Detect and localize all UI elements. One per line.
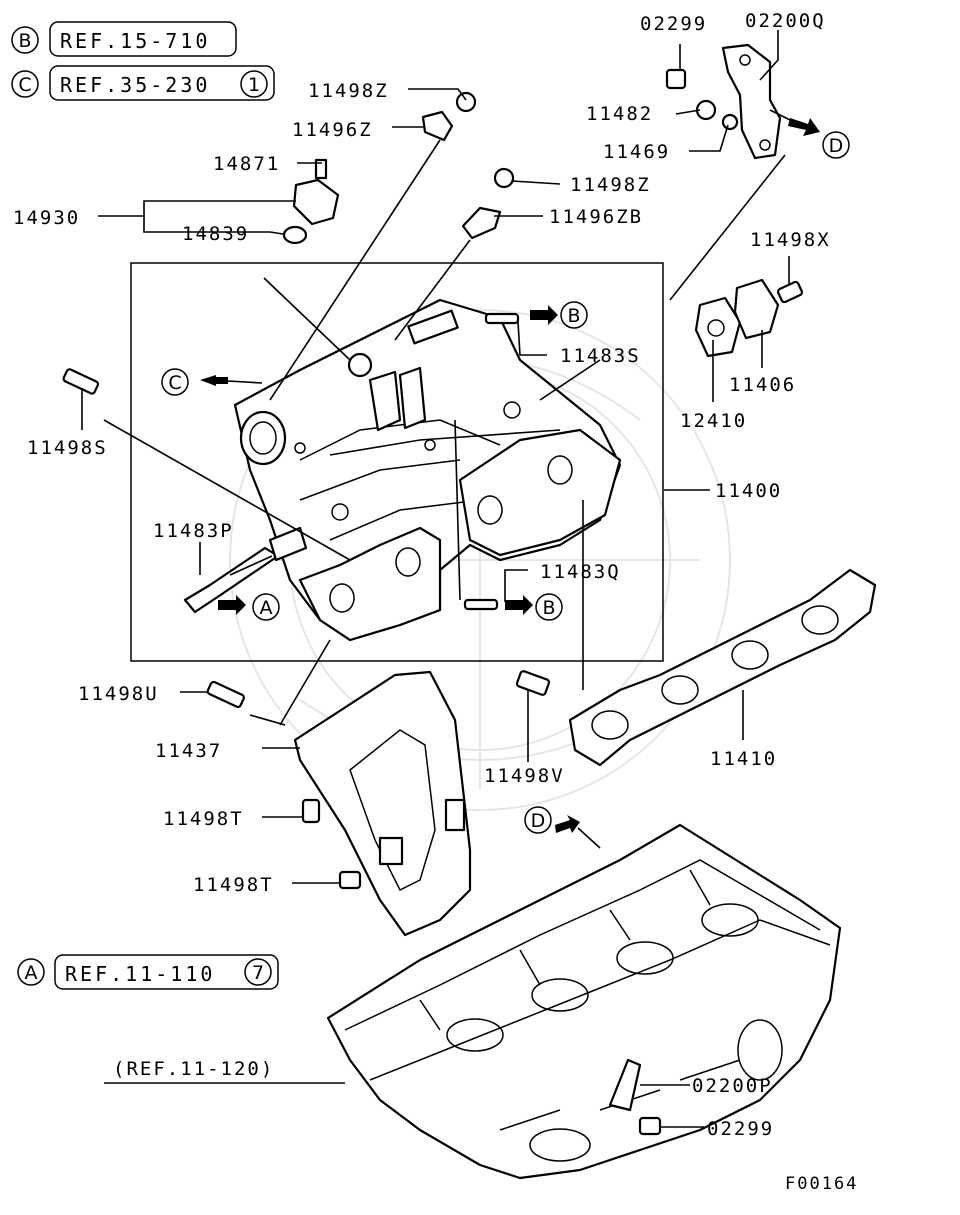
label-02299-top[interactable]: 02299 — [640, 13, 707, 35]
svg-text:C: C — [18, 74, 31, 96]
leader-lines — [81, 30, 790, 1128]
label-14839[interactable]: 14839 — [182, 223, 249, 245]
label-11483s[interactable]: 11483S — [560, 345, 641, 367]
gasket-12410[interactable] — [694, 296, 742, 358]
hose-11483q[interactable] — [463, 598, 499, 611]
label-11498x[interactable]: 11498X — [750, 229, 831, 251]
label-11400[interactable]: 11400 — [715, 480, 782, 502]
cover-11406[interactable] — [733, 278, 780, 340]
intake-manifold-frame — [130, 262, 664, 662]
svg-text:REF.11-110: REF.11-110 — [65, 962, 215, 986]
bracket-02200p[interactable] — [608, 1058, 642, 1112]
label-11483p[interactable]: 11483P — [153, 520, 234, 542]
bolt-02299-top[interactable] — [665, 68, 687, 90]
o-ring-14839[interactable] — [282, 225, 308, 245]
marker-b-bottom: B — [505, 593, 563, 621]
ref-box-a[interactable]: A REF.11-110 7 — [17, 954, 279, 990]
bolt-11498t-b[interactable] — [338, 870, 362, 890]
marker-d-top: D — [769, 109, 850, 159]
washer-11469[interactable] — [721, 113, 739, 131]
bolt-11498t-a[interactable] — [301, 798, 321, 824]
svg-text:D: D — [531, 810, 546, 832]
svg-text:A: A — [260, 597, 273, 619]
label-11498t-a[interactable]: 11498T — [163, 808, 244, 830]
label-11498v[interactable]: 11498V — [484, 765, 565, 787]
label-11496zb[interactable]: 11496ZB — [549, 206, 643, 228]
label-head-ref[interactable]: (REF.11-120) — [113, 1058, 274, 1080]
cylinder-head[interactable] — [326, 823, 842, 1180]
svg-text:B: B — [567, 305, 580, 327]
bolt-11498x[interactable] — [776, 280, 804, 304]
label-02299-bot[interactable]: 02299 — [707, 1118, 774, 1140]
label-14871[interactable]: 14871 — [213, 153, 280, 175]
marker-b-top: B — [530, 301, 588, 329]
svg-text:A: A — [25, 962, 38, 984]
svg-text:C: C — [168, 372, 181, 394]
label-11410[interactable]: 11410 — [710, 748, 777, 770]
bolt-11498u[interactable] — [206, 680, 245, 709]
svg-text:B: B — [18, 30, 31, 52]
figure-code: F00164 — [785, 1174, 858, 1194]
hose-11483s[interactable] — [484, 312, 520, 325]
ref-box-c[interactable]: C REF.35-230 1 — [11, 65, 275, 101]
label-11496z[interactable]: 11496Z — [292, 119, 373, 141]
label-11437[interactable]: 11437 — [155, 740, 222, 762]
label-11498z-top[interactable]: 11498Z — [308, 80, 389, 102]
label-11498u[interactable]: 11498U — [78, 683, 159, 705]
label-02200q[interactable]: 02200Q — [745, 10, 826, 32]
marker-a: A — [218, 593, 280, 621]
label-11498s[interactable]: 11498S — [27, 437, 108, 459]
bolt-11498v[interactable] — [515, 670, 551, 696]
marker-d-bottom: D — [524, 806, 601, 849]
label-11469[interactable]: 11469 — [603, 141, 670, 163]
svg-text:REF.15-710: REF.15-710 — [60, 29, 210, 53]
stay-11437[interactable] — [293, 670, 472, 937]
label-14930[interactable]: 14930 — [13, 207, 80, 229]
svg-text:D: D — [829, 135, 844, 157]
ref-box-b[interactable]: B REF.15-710 — [11, 21, 237, 57]
marker-c: C — [161, 368, 263, 396]
label-11483q[interactable]: 11483Q — [540, 561, 621, 583]
bracket-02200q[interactable] — [721, 43, 782, 160]
label-12410[interactable]: 12410 — [680, 410, 747, 432]
bolt-11498z-mid[interactable] — [493, 167, 515, 189]
label-11498z-mid[interactable]: 11498Z — [570, 174, 651, 196]
label-11498t-b[interactable]: 11498T — [193, 874, 274, 896]
intake-manifold-11400[interactable] — [233, 298, 622, 642]
svg-text:7: 7 — [252, 962, 264, 984]
label-11406[interactable]: 11406 — [729, 374, 796, 396]
stay-boss — [378, 836, 404, 866]
label-11482[interactable]: 11482 — [586, 103, 653, 125]
bracket-11496zb[interactable] — [461, 206, 502, 240]
sensor-14930[interactable] — [292, 158, 340, 226]
label-02200p[interactable]: 02200P — [692, 1075, 773, 1097]
part-labels: 02299 02200Q 11498Z 11482 11496Z 11469 1… — [13, 10, 858, 1194]
gasket-11410[interactable] — [568, 568, 877, 767]
svg-text:B: B — [542, 597, 555, 619]
bolt-11498z-top[interactable] — [455, 91, 477, 113]
svg-text:1: 1 — [248, 74, 260, 96]
bolt-02299-bot[interactable] — [638, 1116, 662, 1136]
svg-text:REF.35-230: REF.35-230 — [60, 73, 210, 97]
bracket-11496z[interactable] — [421, 110, 454, 142]
bolt-11498s[interactable] — [62, 368, 100, 395]
